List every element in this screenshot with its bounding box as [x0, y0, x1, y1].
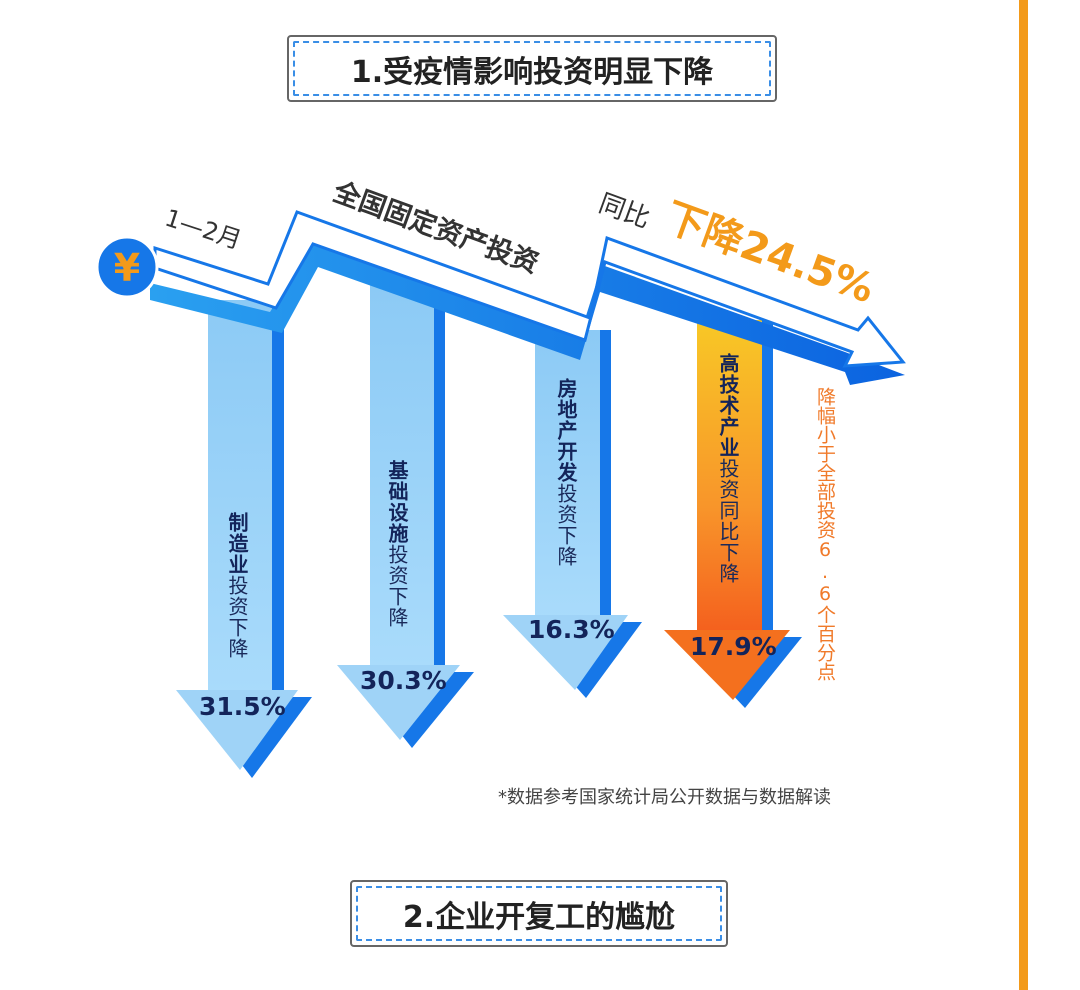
label-bold: 基础设施: [385, 460, 409, 544]
footnote: *数据参考国家统计局公开数据与数据解读: [498, 787, 831, 808]
arrow-manufacturing: [176, 300, 312, 778]
yuan-icon: ¥: [95, 235, 159, 299]
label-bold: 高技术产业: [716, 353, 740, 458]
arrow-infrastructure: [337, 285, 474, 748]
section-title-box-2: 2.企业开复工的尴尬: [350, 880, 728, 947]
label-bold: 房地产开发: [554, 378, 578, 483]
label-rest: 投资下降: [554, 483, 578, 567]
arrow-label-real-estate: 房地产开发投资下降: [554, 378, 578, 567]
label-rest: 投资下降: [225, 575, 249, 659]
side-note: 降幅小于全部投资6.6个百分点: [814, 387, 836, 681]
section-title-box-1: 1.受疫情影响投资明显下降: [287, 35, 777, 102]
arrow-real-estate: [503, 330, 642, 698]
value-high-tech: 17.9%: [690, 632, 777, 661]
arrow-label-manufacturing: 制造业投资下降: [225, 512, 249, 659]
arrow-high-tech: [664, 320, 802, 708]
arrow-label-infrastructure: 基础设施投资下降: [385, 460, 409, 628]
orange-side-bar: [1019, 0, 1028, 990]
value-infrastructure: 30.3%: [360, 666, 447, 695]
label-rest: 投资同比下降: [716, 458, 740, 584]
section-title-1: 1.受疫情影响投资明显下降: [293, 41, 771, 96]
value-real-estate: 16.3%: [528, 615, 615, 644]
label-rest: 投资下降: [385, 544, 409, 628]
section-title-2: 2.企业开复工的尴尬: [356, 886, 722, 941]
arrow-label-high-tech: 高技术产业投资同比下降: [716, 353, 740, 584]
label-bold: 制造业: [225, 512, 249, 575]
value-manufacturing: 31.5%: [199, 692, 286, 721]
trend-outline-arrow: [153, 210, 906, 368]
svg-text:¥: ¥: [114, 246, 140, 290]
